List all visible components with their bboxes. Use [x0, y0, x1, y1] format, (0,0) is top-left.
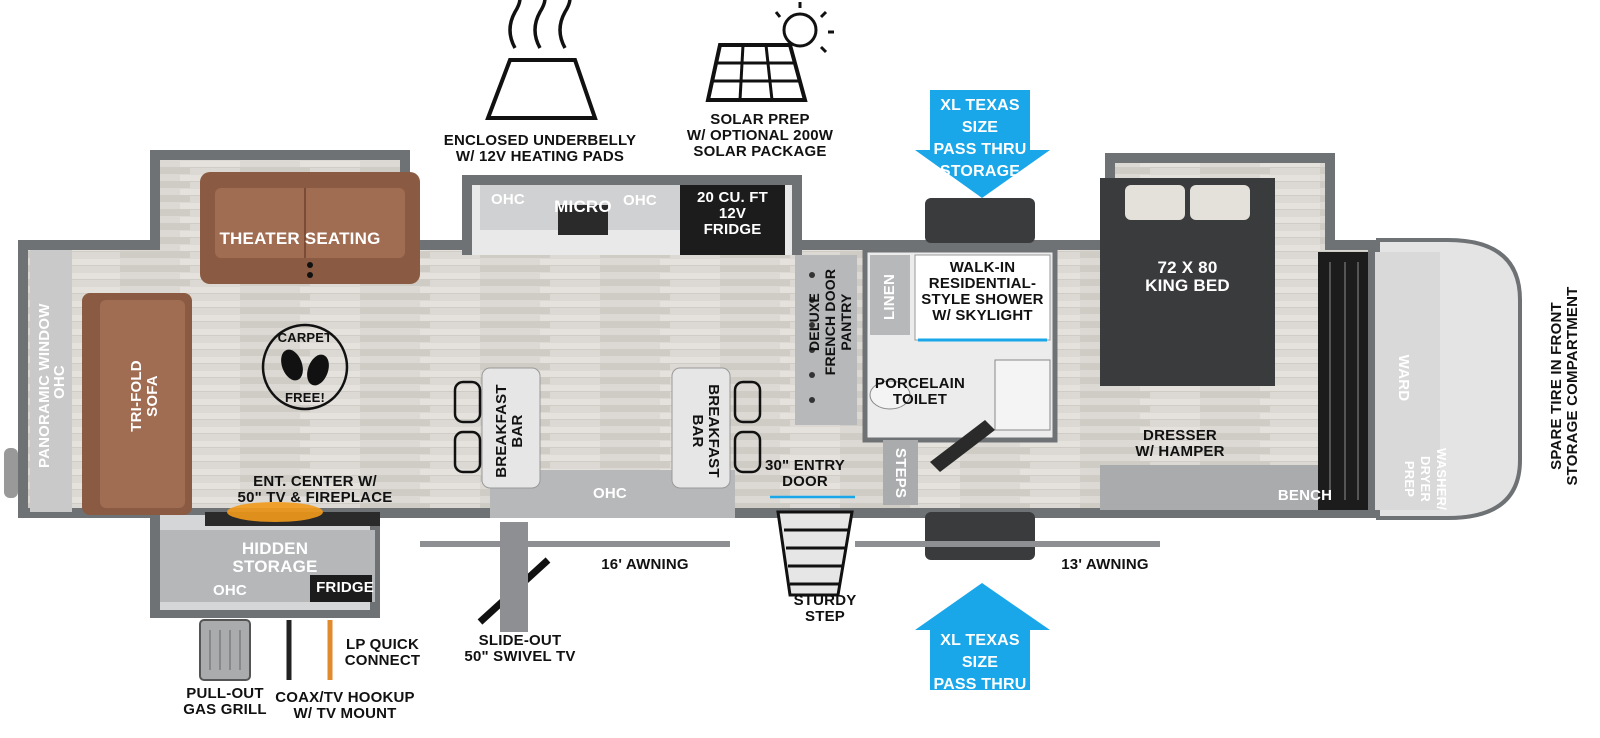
- wardrobe: [1318, 252, 1440, 510]
- storage-arrow-top-label: XL TEXAS SIZE PASS THRU STORAGE: [933, 97, 1027, 180]
- kitchen-slide: [480, 185, 785, 255]
- theater-seating-label: THEATER SEATING: [219, 229, 381, 248]
- dresser: [1100, 465, 1325, 510]
- theater-seating: [200, 172, 420, 284]
- outdoor-fridge-label: FRIDGE: [316, 579, 374, 596]
- lp-connect-label: LP QUICK CONNECT: [344, 636, 421, 669]
- fridge-label: 20 CU. FT 12V FRIDGE: [697, 189, 768, 238]
- pass-thru-storage-arrow-top: [915, 90, 1050, 198]
- outdoor-kitchen: [160, 530, 375, 681]
- kitchen-ohc-right-label: OHC: [623, 192, 657, 209]
- linen-label: LINEN: [881, 274, 898, 320]
- entry-door-label: 30" ENTRY DOOR: [764, 457, 846, 490]
- gas-grill-label: PULL-OUT GAS GRILL: [183, 685, 267, 718]
- hidden-storage-label: HIDDEN STORAGE: [232, 539, 318, 576]
- outdoor-ohc-label: OHC: [213, 582, 247, 599]
- pantry: [795, 255, 857, 425]
- carpet-free-top-label: CARPET: [277, 330, 333, 345]
- awning-post: [500, 522, 528, 632]
- bench-label: BENCH: [1277, 487, 1333, 504]
- kitchen-ohc-left-label: OHC: [491, 191, 525, 208]
- heating-waves-icon: [485, 0, 598, 120]
- ward-label: WARD: [1395, 354, 1412, 402]
- underbelly-callout: ENCLOSED UNDERBELLY W/ 12V HEATING PADS: [443, 132, 637, 165]
- washer-dryer-label: WASHER/ DRYER PREP: [1402, 447, 1449, 511]
- micro-label: MICRO: [554, 197, 612, 216]
- storage-arrow-bottom-label: XL TEXAS SIZE PASS THRU STORAGE: [933, 632, 1027, 715]
- pantry-label: DELUXE FRENCH DOOR PANTRY: [806, 268, 854, 376]
- breakfast-bar-left-label: BREAKFAST BAR: [493, 384, 526, 478]
- tri-fold-sofa: [82, 293, 192, 515]
- king-bed: [1100, 178, 1275, 386]
- solar-callout: SOLAR PREP W/ OPTIONAL 200W SOLAR PACKAG…: [686, 111, 834, 160]
- entry-steps: [770, 495, 855, 597]
- island-ohc-label: OHC: [593, 485, 627, 502]
- entertainment-center: [205, 502, 380, 526]
- pass-thru-storage-arrow-bottom: [915, 583, 1050, 690]
- sturdy-step-label: STURDY STEP: [793, 592, 857, 625]
- panoramic-window: [30, 250, 72, 512]
- breakfast-bar-right-label: BREAKFAST BAR: [689, 384, 722, 478]
- ent-center-label: ENT. CENTER W/ 50" TV & FIREPLACE: [237, 473, 393, 506]
- kitchen-island: [453, 367, 762, 518]
- storage-hatch-bottom: [925, 512, 1035, 560]
- bed-label: 72 X 80 KING BED: [1145, 258, 1230, 295]
- awning-13-label: 13' AWNING: [1061, 556, 1149, 573]
- bathroom: [862, 247, 1058, 505]
- storage-hatch-top: [925, 198, 1035, 243]
- tri-fold-sofa-label: TRI-FOLD SOFA: [128, 360, 161, 432]
- awning-16-label: 16' AWNING: [601, 556, 689, 573]
- ohc-front-label: OHC: [51, 365, 68, 399]
- toilet-label: PORCELAIN TOILET: [874, 375, 966, 408]
- carpet-free-bottom-label: FREE!: [285, 390, 325, 405]
- steps-label: STEPS: [892, 448, 909, 499]
- solar-panel-icon: [705, 2, 834, 102]
- slide-out-tv-label: SLIDE-OUT 50" SWIVEL TV: [464, 632, 576, 665]
- coax-label: COAX/TV HOOKUP W/ TV MOUNT: [275, 689, 415, 722]
- carpet-free-badge-icon: [261, 323, 349, 411]
- shower-label: WALK-IN RESIDENTIAL- STYLE SHOWER W/ SKY…: [921, 259, 1044, 324]
- dresser-label: DRESSER W/ HAMPER: [1135, 427, 1225, 460]
- spare-tire-label: SPARE TIRE IN FRONT STORAGE COMPARTMENT: [1548, 286, 1581, 486]
